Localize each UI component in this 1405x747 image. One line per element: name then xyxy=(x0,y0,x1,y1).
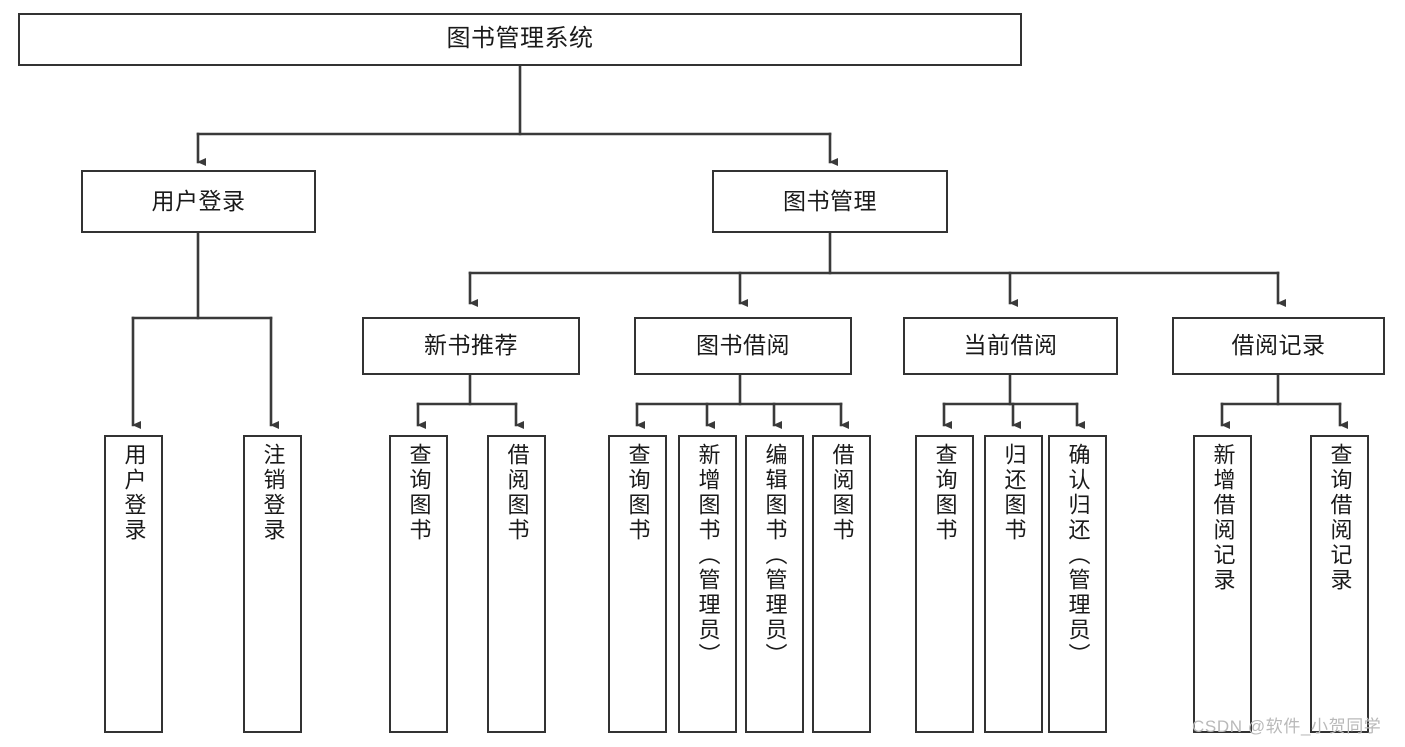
node-current-borrow[interactable]: 当前借阅 xyxy=(903,317,1118,375)
node-label: 新书推荐 xyxy=(424,332,518,359)
csdn-watermark: CSDN @软件_小贺同学 xyxy=(1192,717,1382,736)
node-label: 当前借阅 xyxy=(963,332,1058,359)
node-label: 注销登录 xyxy=(260,443,286,543)
node-borrow-record[interactable]: 借阅记录 xyxy=(1172,317,1385,375)
node-root-system[interactable]: 图书管理系统 xyxy=(18,13,1022,66)
node-label: 查询借阅记录 xyxy=(1327,443,1353,593)
node-label: 新增借阅记录 xyxy=(1210,443,1236,593)
node-label: 借阅图书 xyxy=(504,443,530,543)
node-label: 查询图书 xyxy=(625,443,651,543)
node-label: 用户登录 xyxy=(121,443,147,543)
leaf-record-add-record[interactable]: 新增借阅记录 xyxy=(1193,435,1252,733)
leaf-current-confirm-return-admin[interactable]: 确认归还（管理员） xyxy=(1048,435,1107,733)
node-label: 借阅图书 xyxy=(829,443,855,543)
leaf-borrow-borrow-book[interactable]: 借阅图书 xyxy=(812,435,871,733)
node-user-login[interactable]: 用户登录 xyxy=(81,170,316,233)
node-book-management[interactable]: 图书管理 xyxy=(712,170,948,233)
leaf-recommend-query-book[interactable]: 查询图书 xyxy=(389,435,448,733)
leaf-user-login-login[interactable]: 用户登录 xyxy=(104,435,163,733)
node-label: 查询图书 xyxy=(932,443,958,543)
leaf-current-query-book[interactable]: 查询图书 xyxy=(915,435,974,733)
leaf-user-login-logout[interactable]: 注销登录 xyxy=(243,435,302,733)
leaf-borrow-query-book[interactable]: 查询图书 xyxy=(608,435,667,733)
leaf-borrow-edit-book-admin[interactable]: 编辑图书（管理员） xyxy=(745,435,804,733)
node-label: 确认归还（管理员） xyxy=(1065,443,1091,668)
node-label: 归还图书 xyxy=(1001,443,1027,543)
node-label: 借阅记录 xyxy=(1231,332,1326,359)
leaf-recommend-borrow-book[interactable]: 借阅图书 xyxy=(487,435,546,733)
node-label: 编辑图书（管理员） xyxy=(762,443,788,668)
node-label: 图书管理系统 xyxy=(446,25,594,53)
leaf-current-return-book[interactable]: 归还图书 xyxy=(984,435,1043,733)
leaf-record-query-record[interactable]: 查询借阅记录 xyxy=(1310,435,1369,733)
node-book-borrow[interactable]: 图书借阅 xyxy=(634,317,852,375)
node-label: 查询图书 xyxy=(406,443,432,543)
node-label: 新增图书（管理员） xyxy=(695,443,721,668)
node-label: 图书管理 xyxy=(783,187,877,214)
node-label: 图书借阅 xyxy=(696,332,790,359)
node-label: 用户登录 xyxy=(151,187,246,214)
leaf-borrow-add-book-admin[interactable]: 新增图书（管理员） xyxy=(678,435,737,733)
node-new-book-recommend[interactable]: 新书推荐 xyxy=(362,317,580,375)
